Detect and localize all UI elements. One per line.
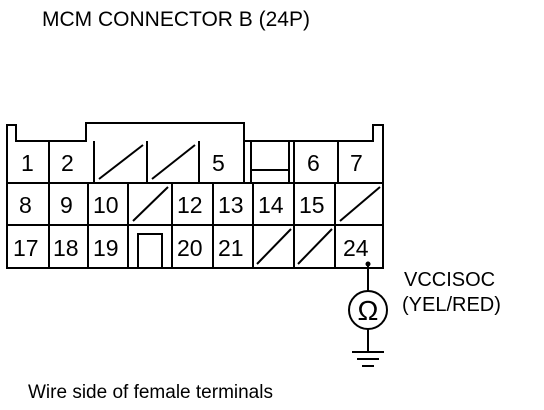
unused-cavity-marks xyxy=(98,144,381,265)
row2-dividers xyxy=(48,183,336,225)
meter-symbol: Ω xyxy=(358,295,379,326)
terminal-13: 13 xyxy=(218,192,244,218)
terminal-15: 15 xyxy=(299,192,325,218)
connector-notch-top xyxy=(250,141,290,184)
test-lead xyxy=(365,261,371,291)
terminal-10: 10 xyxy=(93,192,119,218)
terminal-9: 9 xyxy=(60,192,73,218)
ohmmeter-icon: Ω xyxy=(348,290,388,330)
terminal-21: 21 xyxy=(218,235,244,261)
terminal-24: 24 xyxy=(343,235,369,261)
connector-notch-bottom xyxy=(137,233,163,268)
terminal-20: 20 xyxy=(177,235,203,261)
terminal-18: 18 xyxy=(53,235,79,261)
terminal-5: 5 xyxy=(212,150,225,176)
wire-color: (YEL/RED) xyxy=(402,294,501,316)
probe-point xyxy=(365,261,371,267)
terminal-8: 8 xyxy=(19,192,32,218)
signal-name: VCCISOC xyxy=(404,269,495,291)
ground-icon xyxy=(352,329,384,367)
terminal-19: 19 xyxy=(93,235,119,261)
terminal-1: 1 xyxy=(21,150,34,176)
row1-dividers xyxy=(48,141,339,183)
terminal-17: 17 xyxy=(13,235,39,261)
view-note: Wire side of female terminals xyxy=(28,382,273,403)
terminal-6: 6 xyxy=(307,150,320,176)
terminal-14: 14 xyxy=(258,192,284,218)
row3-dividers xyxy=(48,225,336,268)
diagram-title: MCM CONNECTOR B (24P) xyxy=(42,8,310,31)
terminal-2: 2 xyxy=(61,150,74,176)
terminal-labels: 1 2 5 6 7 8 9 10 12 13 14 15 17 18 19 20… xyxy=(13,150,369,261)
terminal-12: 12 xyxy=(177,192,203,218)
terminal-7: 7 xyxy=(350,150,363,176)
connector-housing xyxy=(6,122,384,269)
